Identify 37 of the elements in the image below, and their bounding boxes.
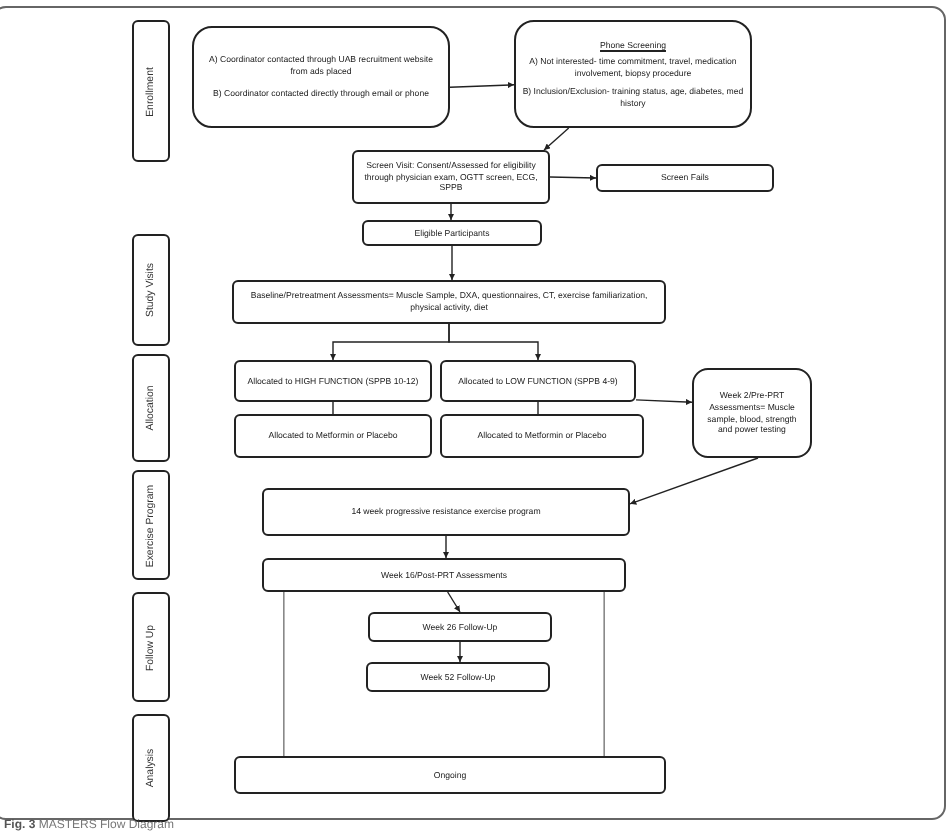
process-box xyxy=(234,360,432,402)
process-box xyxy=(234,756,666,794)
phase-label-box xyxy=(132,592,170,702)
arrow xyxy=(549,174,597,181)
arrow xyxy=(449,81,515,89)
process-box xyxy=(366,662,550,692)
process-box xyxy=(234,414,432,458)
arrow xyxy=(635,398,693,406)
process-box xyxy=(192,26,450,128)
process-box xyxy=(514,20,752,128)
process-box xyxy=(692,368,812,458)
arrow xyxy=(446,591,461,613)
process-box xyxy=(262,488,630,536)
arrow xyxy=(448,245,456,281)
phase-label-box xyxy=(132,20,170,162)
phase-label-box xyxy=(132,714,170,822)
connector-line xyxy=(332,401,334,415)
arrow xyxy=(442,535,450,559)
process-box xyxy=(440,360,636,402)
connector-line xyxy=(283,591,285,757)
process-box xyxy=(352,150,550,204)
connector-line xyxy=(603,591,605,757)
arrow xyxy=(543,127,570,151)
connector-line xyxy=(537,401,539,415)
arrow xyxy=(447,203,455,221)
process-box xyxy=(232,280,666,324)
process-box xyxy=(262,558,626,592)
phase-label-box xyxy=(132,470,170,580)
process-box xyxy=(440,414,644,458)
phase-label-box xyxy=(132,234,170,346)
process-box xyxy=(368,612,552,642)
process-box xyxy=(596,164,774,192)
arrow xyxy=(629,457,759,505)
process-box xyxy=(362,220,542,246)
phase-label-box xyxy=(132,354,170,462)
arrow xyxy=(448,323,542,361)
arrow xyxy=(456,641,464,663)
